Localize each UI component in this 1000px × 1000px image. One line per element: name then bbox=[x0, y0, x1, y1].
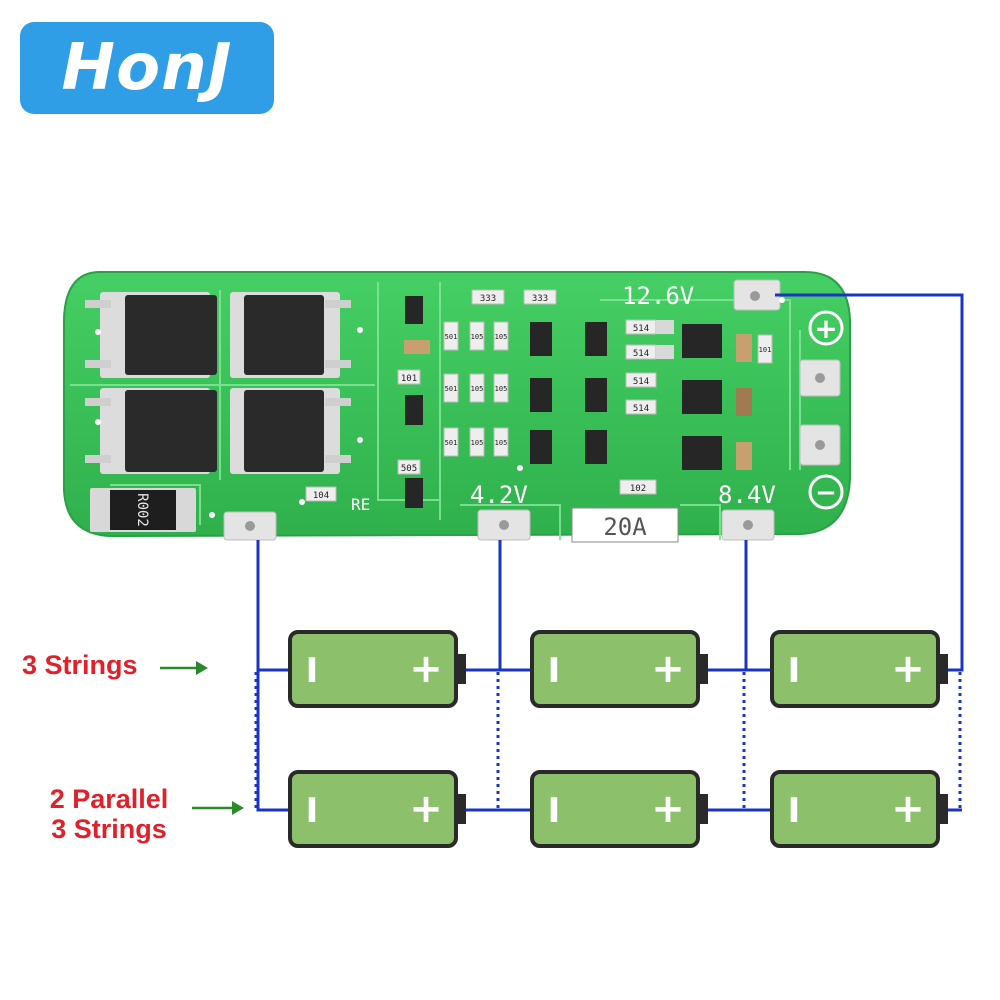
smd-resistor: 514 bbox=[625, 319, 657, 335]
voltage-label-4v2: 4.2V bbox=[470, 481, 528, 509]
battery-minus-sign: I bbox=[548, 651, 561, 691]
smd-resistor: 501 bbox=[443, 373, 459, 403]
mosfet-2 bbox=[230, 292, 351, 378]
smd-resistor: 105 bbox=[469, 373, 485, 403]
svg-text:+: + bbox=[814, 312, 837, 345]
series-arrow bbox=[160, 661, 208, 675]
smd-resistor: 505 bbox=[397, 459, 421, 475]
svg-text:101: 101 bbox=[401, 374, 417, 384]
battery-plus-sign: + bbox=[891, 646, 925, 692]
smd-resistor: 501 bbox=[443, 321, 459, 351]
wire-negative-parallel bbox=[256, 670, 290, 812]
smd-resistor: 105 bbox=[493, 427, 509, 457]
svg-text:105: 105 bbox=[495, 333, 508, 341]
svg-text:−: − bbox=[815, 478, 837, 508]
smd-resistor: 105 bbox=[493, 321, 509, 351]
series-label: 3 Strings bbox=[22, 650, 138, 680]
battery-minus-sign: I bbox=[306, 651, 319, 691]
svg-text:501: 501 bbox=[445, 333, 458, 341]
svg-text:501: 501 bbox=[445, 439, 458, 447]
svg-text:514: 514 bbox=[633, 404, 649, 414]
battery-cell: I+ bbox=[530, 770, 708, 848]
battery-plus-sign: + bbox=[409, 786, 443, 832]
smd-resistor: 105 bbox=[469, 321, 485, 351]
svg-text:105: 105 bbox=[471, 333, 484, 341]
battery-terminal bbox=[938, 654, 948, 684]
svg-text:105: 105 bbox=[495, 439, 508, 447]
smd-resistor: 333 bbox=[471, 289, 505, 305]
wire-negative bbox=[256, 540, 290, 672]
silk-re: RE bbox=[351, 495, 370, 514]
voltage-label-8v4: 8.4V bbox=[718, 481, 776, 509]
battery-minus-sign: I bbox=[788, 791, 801, 831]
battery-cell: I+ bbox=[770, 630, 948, 708]
svg-text:102: 102 bbox=[630, 484, 646, 494]
smd-resistor: 101 bbox=[397, 369, 421, 385]
mosfet-4 bbox=[230, 388, 351, 474]
current-rating-label: 20A bbox=[603, 513, 647, 541]
voltage-label-12v6: 12.6V bbox=[622, 282, 694, 310]
smd-transistors bbox=[405, 296, 607, 508]
smd-resistor: 101 bbox=[757, 334, 773, 364]
svg-text:514: 514 bbox=[633, 377, 649, 387]
current-rating-box: 20A bbox=[571, 507, 679, 543]
svg-text:501: 501 bbox=[445, 385, 458, 393]
mosfet-1 bbox=[85, 292, 217, 378]
svg-text:105: 105 bbox=[471, 439, 484, 447]
svg-text:105: 105 bbox=[495, 385, 508, 393]
battery-minus-sign: I bbox=[788, 651, 801, 691]
parallel-label: 2 Parallel 3 Strings bbox=[40, 784, 178, 844]
smd-resistor: 105 bbox=[493, 373, 509, 403]
battery-cell: I+ bbox=[288, 770, 466, 848]
shunt-marking: R002 bbox=[134, 493, 150, 527]
battery-array: I+I+I+I+I+I+ bbox=[288, 630, 948, 848]
battery-plus-sign: + bbox=[651, 786, 685, 832]
smd-resistor: 514 bbox=[625, 344, 657, 360]
smd-resistor: 105 bbox=[469, 427, 485, 457]
pcb-board: R002 333 333 101 104 505 102 514 514 514… bbox=[63, 271, 851, 543]
battery-terminal bbox=[698, 654, 708, 684]
smd-resistor: 333 bbox=[523, 289, 557, 305]
battery-plus-sign: + bbox=[409, 646, 443, 692]
smd-resistor: 104 bbox=[305, 486, 337, 502]
battery-plus-sign: + bbox=[891, 786, 925, 832]
svg-text:514: 514 bbox=[633, 349, 649, 359]
smd-resistor: 501 bbox=[443, 427, 459, 457]
battery-terminal bbox=[698, 794, 708, 824]
battery-minus-sign: I bbox=[306, 791, 319, 831]
brand-logo: HonJ bbox=[20, 22, 274, 114]
battery-terminal bbox=[456, 654, 466, 684]
battery-cell: I+ bbox=[770, 770, 948, 848]
battery-cell: I+ bbox=[530, 630, 708, 708]
capacitors bbox=[404, 320, 752, 470]
wiring bbox=[254, 293, 964, 812]
svg-text:104: 104 bbox=[313, 491, 329, 501]
mosfet-3 bbox=[85, 388, 217, 474]
svg-text:505: 505 bbox=[401, 464, 417, 474]
plus-symbol: + bbox=[808, 310, 844, 346]
svg-text:101: 101 bbox=[759, 346, 772, 354]
protection-ics bbox=[682, 324, 722, 470]
battery-terminal bbox=[938, 794, 948, 824]
parallel-arrow bbox=[192, 801, 244, 815]
wire-positive bbox=[775, 293, 964, 672]
smd-resistor: 514 bbox=[625, 399, 657, 415]
svg-text:105: 105 bbox=[471, 385, 484, 393]
battery-minus-sign: I bbox=[548, 791, 561, 831]
svg-text:514: 514 bbox=[633, 324, 649, 334]
battery-plus-sign: + bbox=[651, 646, 685, 692]
brand-logo-text: HonJ bbox=[61, 31, 233, 105]
smd-resistor: 102 bbox=[619, 479, 657, 495]
smd-resistor: 514 bbox=[625, 372, 657, 388]
parallel-label-line1: 2 Parallel bbox=[49, 784, 169, 814]
svg-text:333: 333 bbox=[532, 294, 548, 304]
battery-cell: I+ bbox=[288, 630, 466, 708]
svg-text:333: 333 bbox=[480, 294, 496, 304]
vias bbox=[95, 297, 785, 518]
battery-terminal bbox=[456, 794, 466, 824]
minus-symbol: − bbox=[808, 474, 844, 510]
parallel-label-line2: 3 Strings bbox=[51, 814, 167, 844]
shunt-resistor: R002 bbox=[90, 488, 196, 532]
